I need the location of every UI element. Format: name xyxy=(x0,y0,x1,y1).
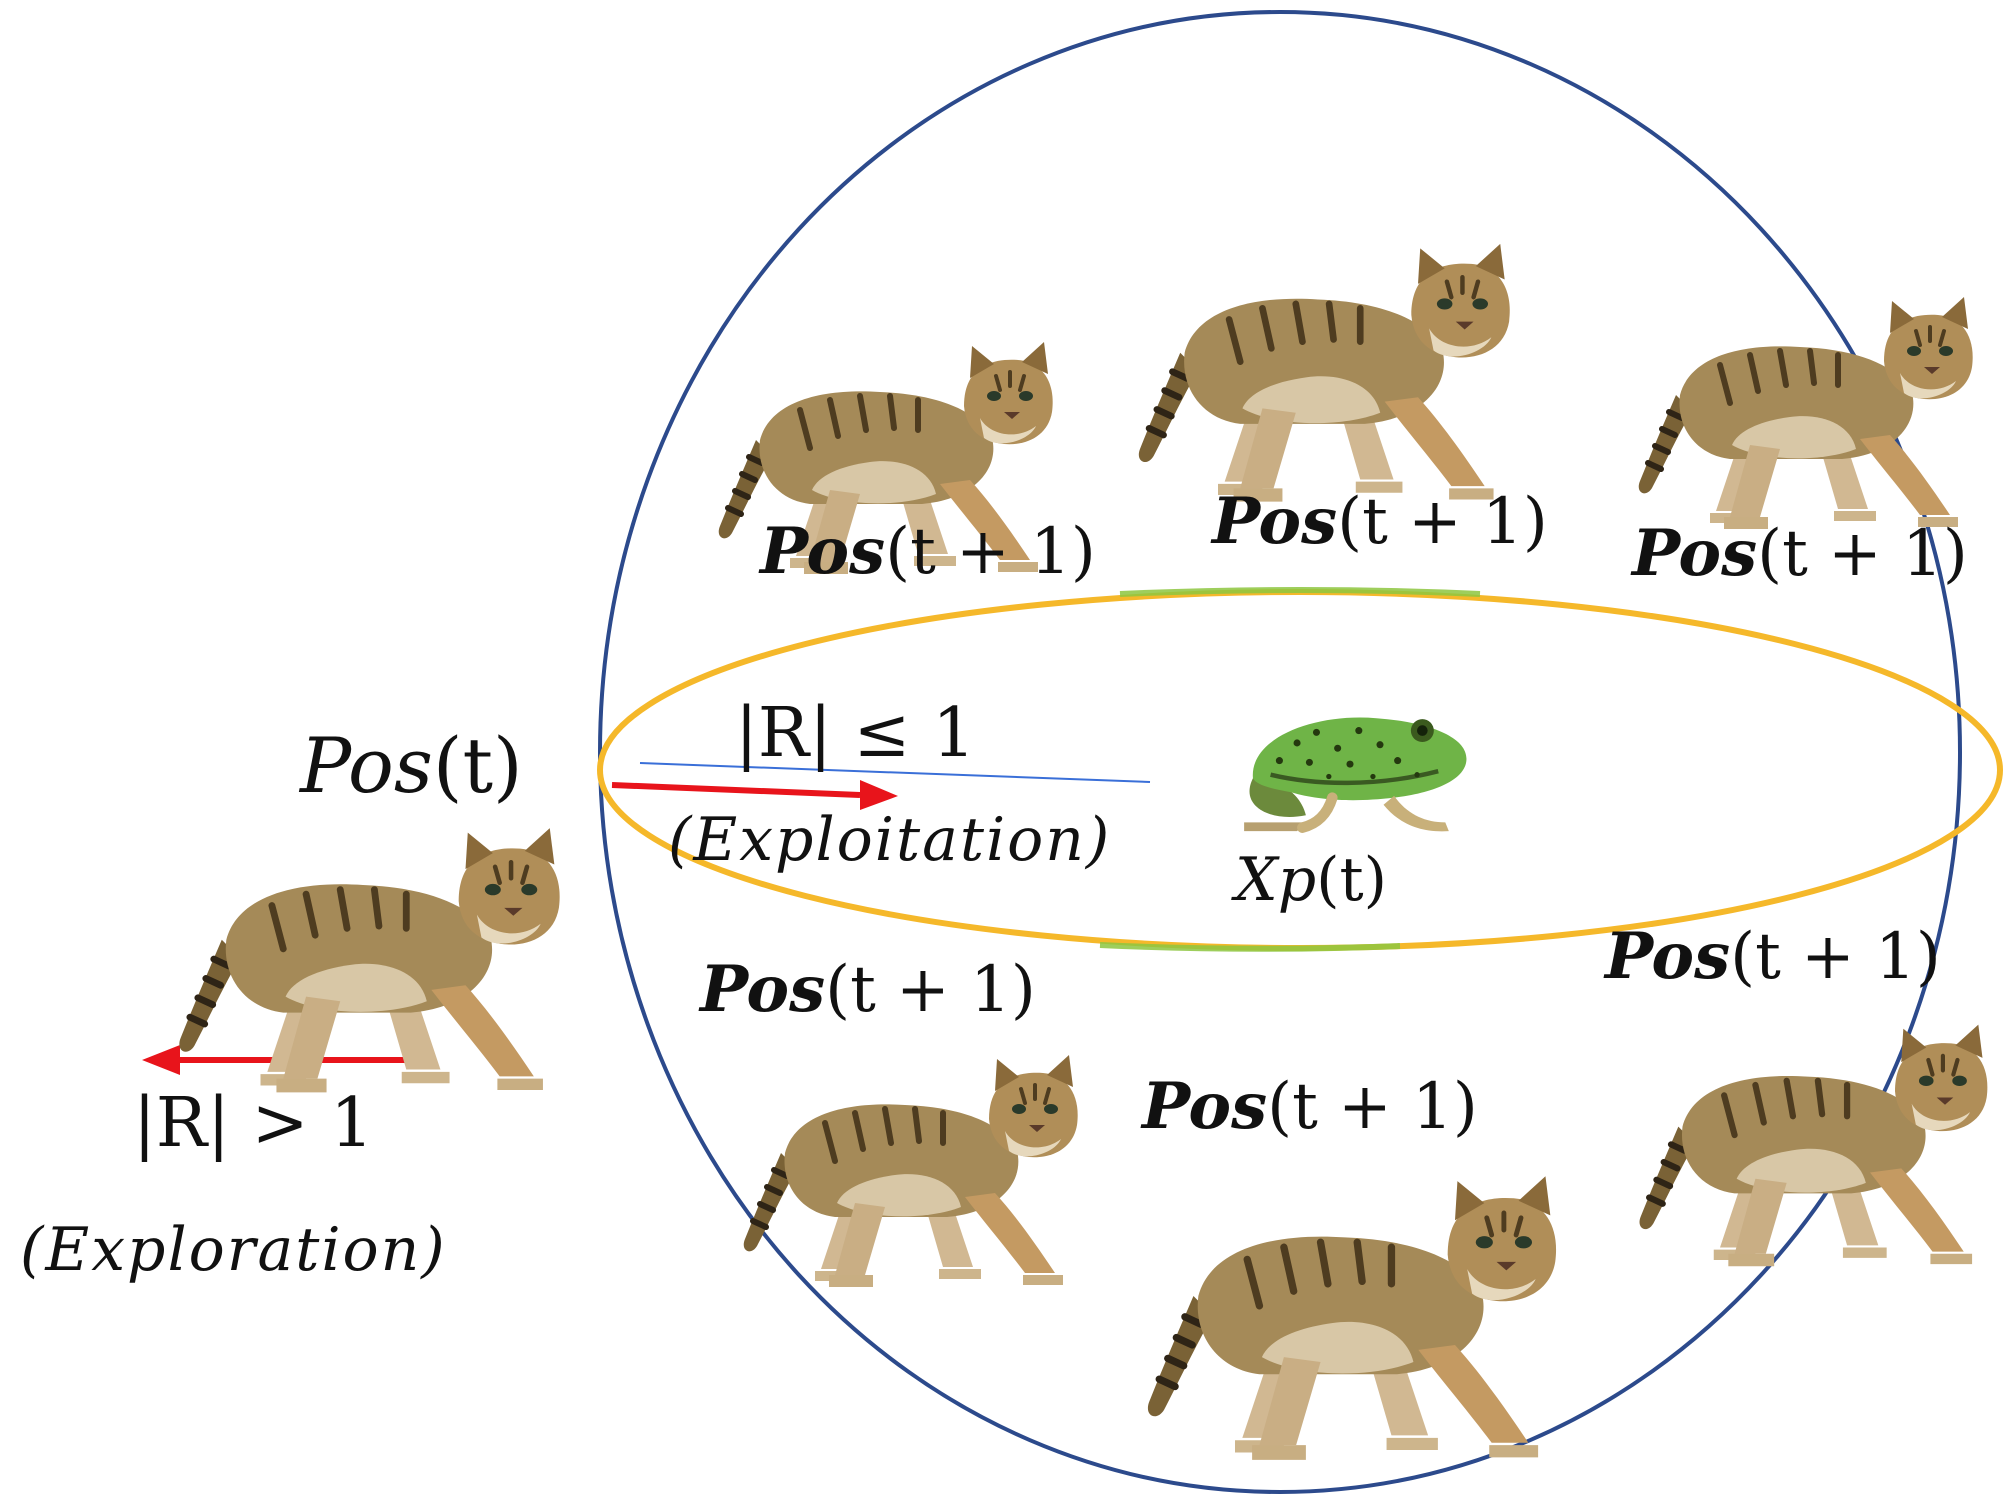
prey-arg: (t) xyxy=(1316,845,1388,915)
next-position-var: Pos xyxy=(700,952,826,1027)
current-cat-image xyxy=(179,828,559,1092)
next-position-label: Pos(t + 1) xyxy=(760,520,1096,585)
next-position-label: Pos(t + 1) xyxy=(1632,522,1968,587)
guide-line xyxy=(639,762,1151,783)
next-cat-image-3 xyxy=(1639,297,1973,529)
search-space-circle xyxy=(598,10,1962,1494)
next-position-label: Pos(t + 1) xyxy=(700,958,1036,1023)
next-position-arg: (t + 1) xyxy=(1267,1070,1478,1144)
prey-var: Xp xyxy=(1235,845,1317,915)
next-cat-image-2 xyxy=(1139,244,1510,502)
next-position-arg: (t + 1) xyxy=(1757,517,1968,591)
next-position-arg: (t + 1) xyxy=(1337,485,1548,559)
exploitation-condition: |R| ≤ 1 xyxy=(735,694,976,773)
next-cat-image-6 xyxy=(1640,1025,1988,1267)
next-position-label: Pos(t + 1) xyxy=(1142,1075,1478,1140)
current-position-label: Pos(t) xyxy=(300,728,523,804)
exploration-condition: |R| > 1 xyxy=(133,1084,374,1163)
next-position-var: Pos xyxy=(1632,516,1758,591)
prey-position-label: Xp(t) xyxy=(1235,850,1387,910)
next-position-var: Pos xyxy=(760,514,886,589)
next-position-var: Pos xyxy=(1212,484,1338,559)
next-cat-image-5 xyxy=(1148,1176,1556,1460)
next-position-arg: (t + 1) xyxy=(825,953,1036,1027)
next-cat-image-4 xyxy=(744,1055,1078,1287)
exploration-label: (Exploration) xyxy=(20,1215,447,1285)
frog-prey-image xyxy=(1244,718,1466,832)
exploitation-label: (Exploitation) xyxy=(668,805,1112,875)
current-position-arg: (t) xyxy=(432,721,523,810)
next-position-var: Pos xyxy=(1605,919,1731,994)
current-position-var: Pos xyxy=(300,721,433,810)
exploitation-arrow xyxy=(611,780,898,810)
next-position-arg: (t + 1) xyxy=(885,515,1096,589)
next-position-label: Pos(t + 1) xyxy=(1212,490,1548,555)
ellipse-top-highlight xyxy=(1119,587,1481,597)
ellipse-bottom-highlight xyxy=(1099,942,1401,952)
next-position-label: Pos(t + 1) xyxy=(1605,925,1941,990)
next-position-arg: (t + 1) xyxy=(1730,920,1941,994)
next-position-var: Pos xyxy=(1142,1069,1268,1144)
